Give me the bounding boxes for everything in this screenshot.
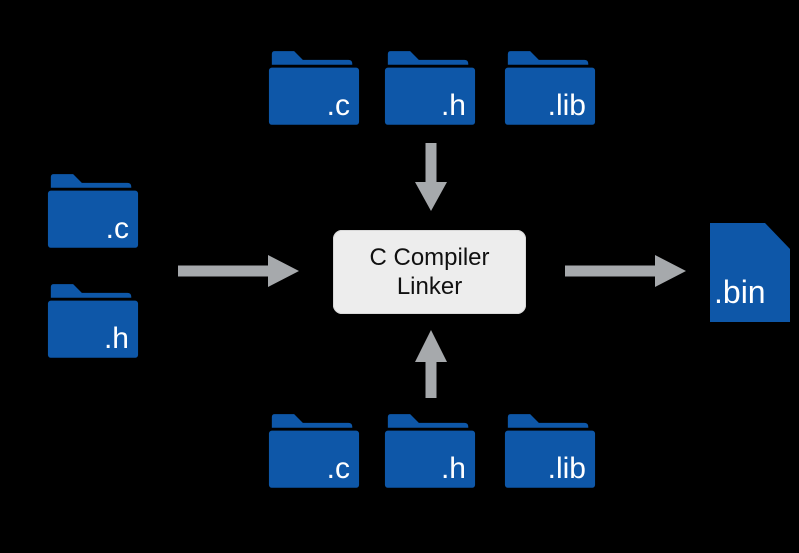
folder-label: .c <box>326 89 350 122</box>
folder-bottom-h: .h <box>383 410 477 490</box>
arrow-down-icon <box>415 143 447 211</box>
arrow-up-icon <box>415 330 447 398</box>
arrow-output-icon <box>565 255 686 287</box>
folder-top-c: .c <box>267 47 361 127</box>
file-icon <box>710 223 790 322</box>
folder-bottom-lib: .lib <box>503 410 597 490</box>
bin-file-label: .bin <box>714 274 766 310</box>
folder-top-lib: .lib <box>503 47 597 127</box>
arrow-left-input-icon <box>178 255 299 287</box>
folder-label: .lib <box>547 452 586 485</box>
folder-label: .lib <box>547 89 586 122</box>
folder-label: .c <box>105 212 129 245</box>
folder-label: .h <box>103 322 129 355</box>
folder-label: .h <box>440 89 466 122</box>
folder-top-h: .h <box>383 47 477 127</box>
compiler-linker-box: C Compiler Linker <box>333 230 526 314</box>
compiler-box-line2: Linker <box>396 273 463 300</box>
folder-label: .c <box>326 452 350 485</box>
folder-left-h: .h <box>46 280 140 360</box>
compiler-box-line1: C Compiler <box>369 244 490 271</box>
folder-bottom-c: .c <box>267 410 361 490</box>
folder-left-c: .c <box>46 170 140 250</box>
bin-file: .bin <box>710 223 790 322</box>
folder-label: .h <box>440 452 466 485</box>
